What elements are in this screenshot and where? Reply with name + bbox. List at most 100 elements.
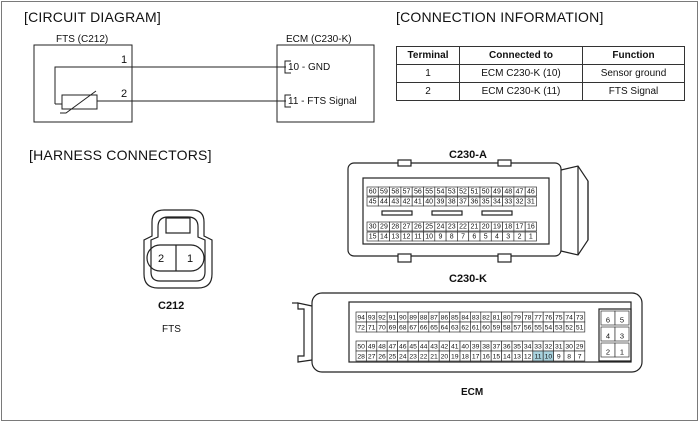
pin-number: 25 — [425, 224, 433, 231]
pin-number: 75 — [555, 315, 563, 322]
pin-number: 89 — [409, 315, 417, 322]
wire-2-label: 2 — [121, 88, 128, 100]
pin-number: 25 — [389, 354, 397, 361]
pin-number: 66 — [420, 325, 428, 332]
ecm-pin-terminals — [284, 60, 291, 108]
wire-1 — [54, 66, 286, 104]
c212-connector — [143, 209, 213, 289]
pin-number: 37 — [493, 344, 501, 351]
pin-number: 24 — [399, 354, 407, 361]
pin-number: 15 — [493, 354, 501, 361]
pin-cell — [574, 350, 586, 362]
pin-number: 57 — [513, 325, 521, 332]
pin-number: 32 — [545, 344, 553, 351]
c212-pins: 2 1 — [158, 253, 193, 265]
pin-number: 24 — [437, 224, 445, 231]
connection-info-heading: [CONNECTION INFORMATION] — [396, 9, 604, 25]
c212-name: C212 — [158, 300, 185, 312]
circuit-diagram-heading: [CIRCUIT DIAGRAM] — [24, 9, 161, 25]
pin-number: 60 — [369, 189, 377, 196]
ecm-component-label: ECM (C230-K) — [286, 34, 352, 45]
pin-number: 40 — [461, 344, 469, 351]
pin-number: 16 — [527, 224, 535, 231]
pin-number: 2 — [518, 234, 522, 241]
pin-number: 45 — [369, 199, 377, 206]
pin-number: 27 — [368, 354, 376, 361]
pin-cell — [524, 221, 537, 232]
pin-number: 93 — [368, 315, 376, 322]
pin-number: 5 — [620, 316, 624, 325]
pin-number: 18 — [504, 224, 512, 231]
pin-number: 29 — [380, 224, 388, 231]
pin-number: 70 — [378, 325, 386, 332]
pin-number: 43 — [430, 344, 438, 351]
c212-pin-2: 2 — [158, 253, 164, 265]
pin-number: 59 — [380, 189, 388, 196]
pin-number: 78 — [524, 315, 532, 322]
pin-number: 53 — [448, 189, 456, 196]
pin-number: 84 — [461, 315, 469, 322]
pin-number: 14 — [503, 354, 511, 361]
pin-number: 51 — [470, 189, 478, 196]
pin-number: 39 — [437, 199, 445, 206]
pin-number: 76 — [545, 315, 553, 322]
pin-number: 55 — [534, 325, 542, 332]
pin-number: 23 — [409, 354, 417, 361]
pin-number: 43 — [391, 199, 399, 206]
ecm-pin-10-label: 10 - GND — [288, 62, 331, 73]
pin-number: 42 — [441, 344, 449, 351]
pin-number: 52 — [459, 189, 467, 196]
pin-number: 50 — [482, 189, 490, 196]
c212-pin-1: 1 — [187, 253, 193, 265]
pin-number: 41 — [451, 344, 459, 351]
pin-number: 49 — [368, 344, 376, 351]
pin-number: 57 — [403, 189, 411, 196]
pin-number: 41 — [414, 199, 422, 206]
pin-number: 7 — [461, 234, 465, 241]
pin-number: 71 — [368, 325, 376, 332]
pin-number: 14 — [380, 234, 388, 241]
pin-number: 20 — [482, 224, 490, 231]
pin-number: 33 — [504, 199, 512, 206]
pin-number: 59 — [493, 325, 501, 332]
table-row: 1 ECM C230-K (10) Sensor ground — [396, 64, 685, 83]
pin-number: 1 — [529, 234, 533, 241]
pin-number: 31 — [527, 199, 535, 206]
pin-number: 10 — [545, 354, 553, 361]
pin-number: 47 — [516, 189, 524, 196]
c212-function: FTS — [162, 324, 181, 335]
pin-number: 6 — [606, 316, 610, 325]
pin-number: 11 — [534, 354, 541, 361]
pin-number: 19 — [493, 224, 501, 231]
fts-component-label: FTS (C212) — [56, 34, 109, 45]
pin-number: 17 — [472, 354, 480, 361]
pin-number: 21 — [430, 354, 438, 361]
pin-number: 55 — [425, 189, 433, 196]
pin-number: 91 — [389, 315, 397, 322]
wire-1-label: 1 — [121, 54, 128, 66]
pin-number: 54 — [437, 189, 445, 196]
pin-number: 56 — [414, 189, 422, 196]
pin-number: 82 — [482, 315, 490, 322]
pin-number: 79 — [513, 315, 521, 322]
pin-number: 45 — [409, 344, 417, 351]
pin-number: 62 — [461, 325, 469, 332]
pin-number: 56 — [524, 325, 532, 332]
pin-number: 26 — [378, 354, 386, 361]
pin-number: 36 — [470, 199, 478, 206]
ecm-box — [276, 44, 375, 123]
pin-number: 22 — [420, 354, 428, 361]
pin-number: 54 — [545, 325, 553, 332]
pin-number: 31 — [555, 344, 563, 351]
pin-number: 10 — [425, 234, 433, 241]
connection-table: Terminal Connected to Function 1 ECM C23… — [396, 46, 685, 101]
pin-number: 36 — [503, 344, 511, 351]
pin-number: 46 — [527, 189, 535, 196]
pin-number: 9 — [557, 354, 561, 361]
pin-number: 47 — [389, 344, 397, 351]
pin-number: 8 — [567, 354, 571, 361]
pin-number: 3 — [620, 332, 624, 341]
pin-number: 48 — [504, 189, 512, 196]
